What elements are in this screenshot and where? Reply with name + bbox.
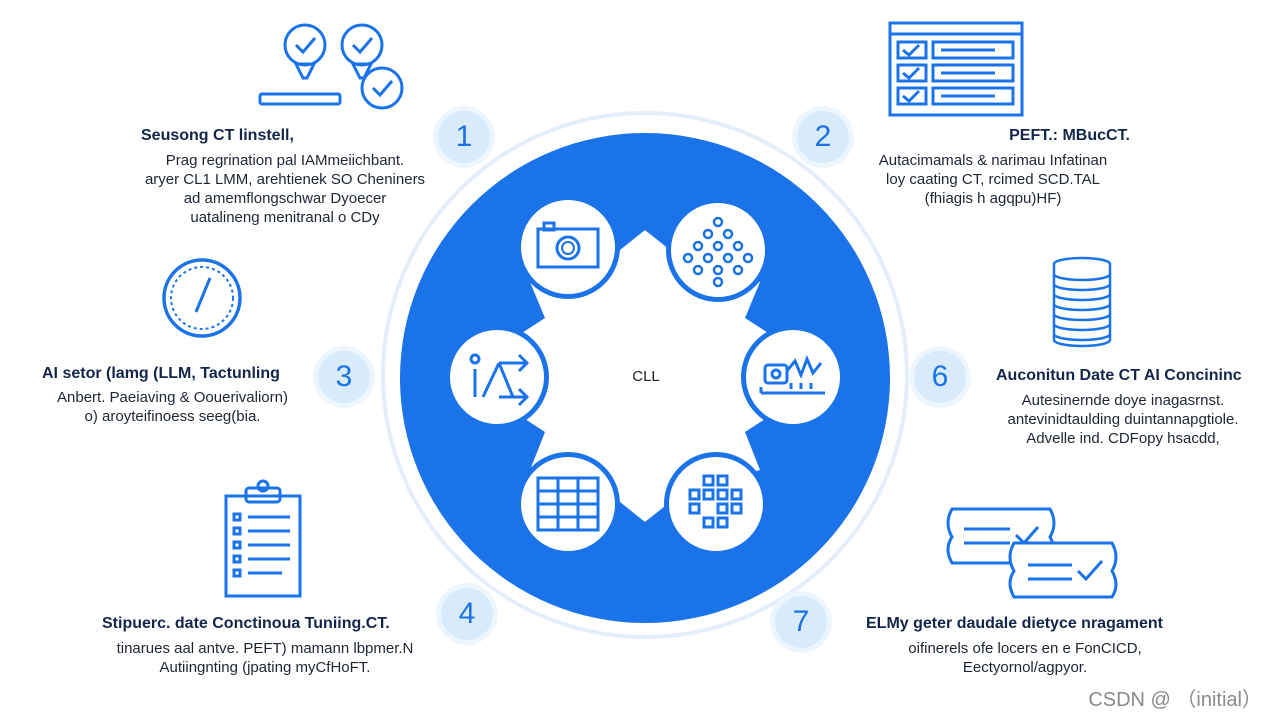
item-7-title: ELMy geter daudale dietyce nragament [866,615,1163,632]
blocks-node[interactable] [664,452,768,556]
step-badge-2: 2 [797,111,849,163]
item-6-line: Advelle ind. CDFopy hsacdd, [1026,430,1220,447]
item-6-description: Autesinernde doye inagasrnst. antevinidt… [990,391,1256,448]
item-7-line: Eectyornol/agpyor. [962,659,1088,676]
step-badge-4: 4 [441,588,493,640]
item-2-line: (fhiagis h agqpu)HF) [924,190,1062,207]
item-4-line: tinarues aal antve. PEFT) mamann lbpmer.… [116,640,414,657]
item-2-line: Autacimamals & narimau Infatinan [878,152,1108,169]
step-badge-3: 3 [318,351,370,403]
data-stack-icon [1052,256,1112,348]
item-3-line: Anbert. Paeiaving & Oouerivaliorn) [57,389,288,406]
step-badge-1: 1 [438,111,490,163]
item-3-title: AI setor (lamg (LLM, Tactunling [42,365,280,382]
approval-checks-icon [258,23,404,110]
item-2-line: loy caating CT, rcimed SCD.TAL [886,171,1100,188]
item-1-line: uatalineng menitranal o CDy [190,209,380,226]
item-1-title: Seusong CT linstell, [141,127,294,144]
item-4-description: tinarues aal antve. PEFT) mamann lbpmer.… [100,639,430,677]
item-7-description: oifinerels ofe locers en e FonCICD, Eect… [880,639,1170,677]
center-label: CLL [632,368,660,385]
item-4-title: Stipuerc. date Conctinoua Tuniing.CT. [102,615,390,632]
item-4-line: Autiingnting (jpating myCfHoFT. [159,659,371,676]
item-1-line: aryer CL1 LMM, arehtienek SO Cheniners [144,171,426,188]
network-dots-icon [682,216,754,288]
flow-node[interactable] [445,325,549,429]
camera-node[interactable] [516,195,620,299]
item-3-description: Anbert. Paeiaving & Oouerivaliorn) o) ar… [30,388,315,426]
blocks-grid-icon [688,474,743,529]
item-2-title: PEFT.: MBucCT. [1009,127,1130,144]
chart-node[interactable] [741,325,845,429]
item-1-line: ad amemflongschwar Dyoecer [183,190,387,207]
item-2-description: Autacimamals & narimau Infatinan loy caa… [856,151,1130,208]
step-badge-7: 7 [775,596,827,648]
outer-ring [381,111,909,639]
dial-gauge-icon [162,258,242,338]
checked-tickets-icon [946,507,1118,599]
clipboard-checklist-icon [224,479,302,598]
item-1-description: Prag regrination pal IAMmeiichbant. arye… [130,151,440,227]
table-grid-icon [536,476,600,532]
item-6-title: Auconitun Date CT AI Concininc [996,367,1242,384]
checklist-window-icon [888,21,1024,117]
item-6-line: Autesinernde doye inagasrnst. [1021,392,1225,409]
watermark: CSDN @ （initial） [1088,689,1262,711]
item-3-line: o) aroyteifinoess seeg(bia. [84,408,261,425]
table-node[interactable] [516,452,620,556]
step-badge-6: 6 [914,351,966,403]
item-7-line: oifinerels ofe locers en e FonCICD, [908,640,1142,657]
flow-arrow-icon [469,353,530,407]
dot-grid-node[interactable] [666,198,770,302]
signal-chart-icon [759,354,825,395]
item-1-line: Prag regrination pal IAMmeiichbant. [165,152,405,169]
camera-icon [536,221,600,269]
item-6-line: antevinidtaulding duintannapgtiole. [1007,411,1239,428]
